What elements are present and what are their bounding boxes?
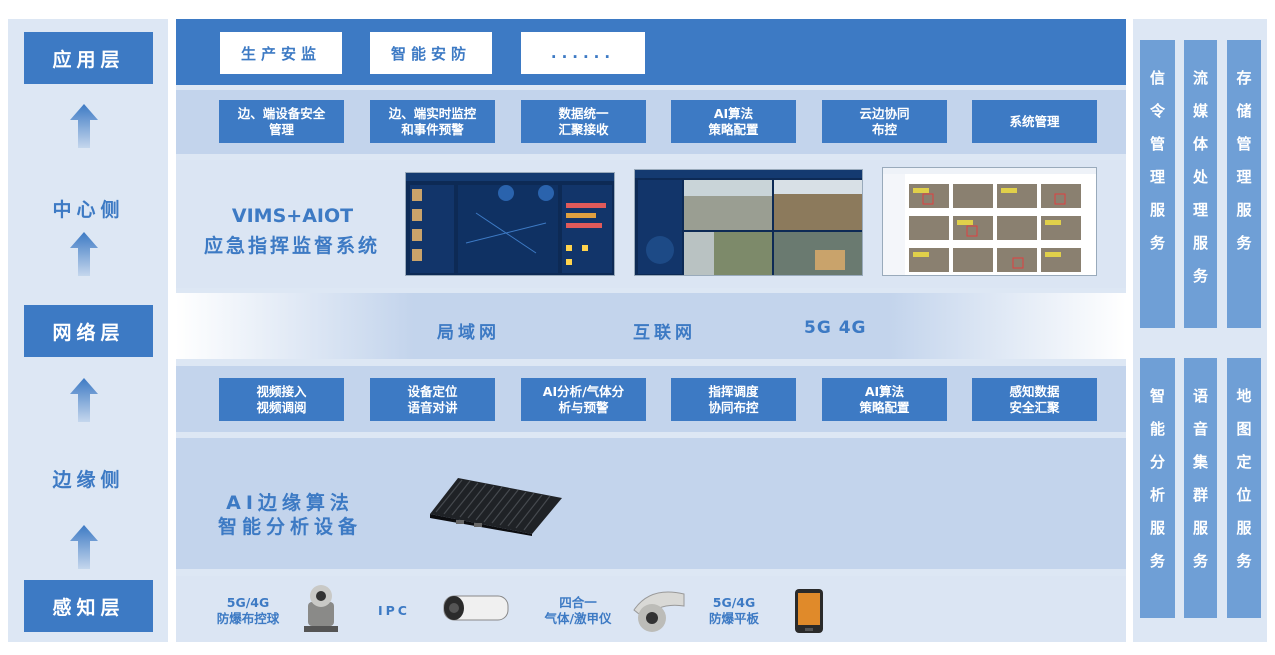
service-char: 智 xyxy=(1149,387,1165,405)
service-char: 务 xyxy=(1236,552,1252,570)
center-func-device-security: 边、端设备安全 管理 xyxy=(219,100,344,143)
center-func-data-aggregation: 数据统一 汇聚接收 xyxy=(521,100,646,143)
service-char: 令 xyxy=(1149,102,1165,120)
edge-func-location: 设备定位 语音对讲 xyxy=(370,378,495,421)
network-lan: 局域网 xyxy=(437,323,500,343)
video-wall-screenshot xyxy=(634,169,863,276)
service-char: 理 xyxy=(1192,201,1208,219)
service-char: 服 xyxy=(1192,234,1208,252)
service-smart-analysis: 智能分析服务 xyxy=(1140,358,1175,618)
service-char: 集 xyxy=(1192,453,1208,471)
device-gas-detector-label: 四合一 气体/激甲仪 xyxy=(544,595,612,626)
edge-func-dispatch: 指挥调度 协同布控 xyxy=(671,378,796,421)
device-tablet-label: 5G/4G 防爆平板 xyxy=(708,595,759,626)
service-char: 体 xyxy=(1192,135,1208,153)
service-char: 服 xyxy=(1192,519,1208,537)
ptz-camera-image xyxy=(304,585,338,632)
service-char: 务 xyxy=(1192,552,1208,570)
edge-side-label: 边缘侧 xyxy=(52,468,125,491)
service-char: 流 xyxy=(1192,69,1208,87)
service-char: 处 xyxy=(1192,168,1208,186)
network-5g-4g: 5G 4G xyxy=(804,318,867,338)
up-arrow-icon xyxy=(70,104,98,148)
perception-layer-label: 感知层 xyxy=(24,580,153,632)
service-char: 服 xyxy=(1149,519,1165,537)
up-arrow-icon xyxy=(70,378,98,422)
center-side-label: 中心侧 xyxy=(52,198,125,221)
service-char: 语 xyxy=(1192,387,1208,405)
service-char: 管 xyxy=(1149,135,1165,153)
service-char: 定 xyxy=(1236,453,1252,471)
service-char: 管 xyxy=(1236,135,1252,153)
application-layer-label: 应用层 xyxy=(24,32,153,84)
network-layer-label: 网络层 xyxy=(24,305,153,357)
service-char: 服 xyxy=(1236,519,1252,537)
service-char: 媒 xyxy=(1192,102,1208,120)
device-ptz-label: 5G/4G 防爆布控球 xyxy=(216,595,280,626)
service-char: 务 xyxy=(1192,267,1208,285)
service-char: 群 xyxy=(1192,486,1208,504)
service-char: 地 xyxy=(1236,387,1252,405)
tablet-image xyxy=(795,589,823,633)
dome-camera-image xyxy=(633,591,685,632)
app-item-production-safety: 生产安监 xyxy=(220,32,342,74)
service-map-location: 地图定位服务 xyxy=(1227,358,1261,618)
edge-func-ai-config: AI算法 策略配置 xyxy=(822,378,947,421)
service-char: 储 xyxy=(1236,102,1252,120)
service-char: 分 xyxy=(1149,453,1165,471)
service-char: 理 xyxy=(1149,168,1165,186)
service-voice-cluster: 语音集群服务 xyxy=(1184,358,1217,618)
center-func-system-mgmt: 系统管理 xyxy=(972,100,1097,143)
service-char: 信 xyxy=(1149,69,1165,87)
service-char: 析 xyxy=(1149,486,1165,504)
ipc-camera-image xyxy=(443,595,509,621)
edge-func-video: 视频接入 视频调阅 xyxy=(219,378,344,421)
service-char: 图 xyxy=(1236,420,1252,438)
service-streaming: 流媒体处理服务 xyxy=(1184,40,1217,328)
service-char: 位 xyxy=(1236,486,1252,504)
service-char: 务 xyxy=(1149,552,1165,570)
app-item-more: ...... xyxy=(521,32,645,74)
dashboard-screenshot xyxy=(405,172,615,276)
service-signaling: 信令管理服务 xyxy=(1140,40,1175,328)
service-char: 务 xyxy=(1149,234,1165,252)
service-char: 理 xyxy=(1236,168,1252,186)
platform-title-line1: VIMS+AIOT xyxy=(231,205,354,227)
network-internet: 互联网 xyxy=(633,323,696,343)
up-arrow-icon xyxy=(70,525,98,569)
service-char: 服 xyxy=(1236,201,1252,219)
app-item-smart-security: 智能安防 xyxy=(370,32,492,74)
edge-device-title-line2: 智能分析设备 xyxy=(217,516,362,538)
edge-device-band xyxy=(176,438,1126,569)
edge-func-data-security: 感知数据 安全汇聚 xyxy=(972,378,1097,421)
network-band xyxy=(176,293,1126,359)
service-char: 服 xyxy=(1149,201,1165,219)
edge-box-device-image xyxy=(430,478,562,536)
edge-func-ai-gas: AI分析/气体分 析与预警 xyxy=(521,378,646,421)
up-arrow-icon xyxy=(70,232,98,276)
device-ipc-label: IPC xyxy=(378,603,410,618)
platform-title-line2: 应急指挥监督系统 xyxy=(203,235,380,257)
edge-device-title-line1: AI边缘算法 xyxy=(226,492,354,514)
service-char: 务 xyxy=(1236,234,1252,252)
service-char: 能 xyxy=(1149,420,1165,438)
service-storage: 存储管理服务 xyxy=(1227,40,1261,328)
service-char: 音 xyxy=(1192,420,1208,438)
event-grid-screenshot xyxy=(882,167,1097,276)
center-func-monitoring: 边、端实时监控 和事件预警 xyxy=(370,100,495,143)
center-func-ai-config: AI算法 策略配置 xyxy=(671,100,796,143)
service-char: 存 xyxy=(1236,69,1252,87)
center-func-cloud-edge: 云边协同 布控 xyxy=(822,100,947,143)
